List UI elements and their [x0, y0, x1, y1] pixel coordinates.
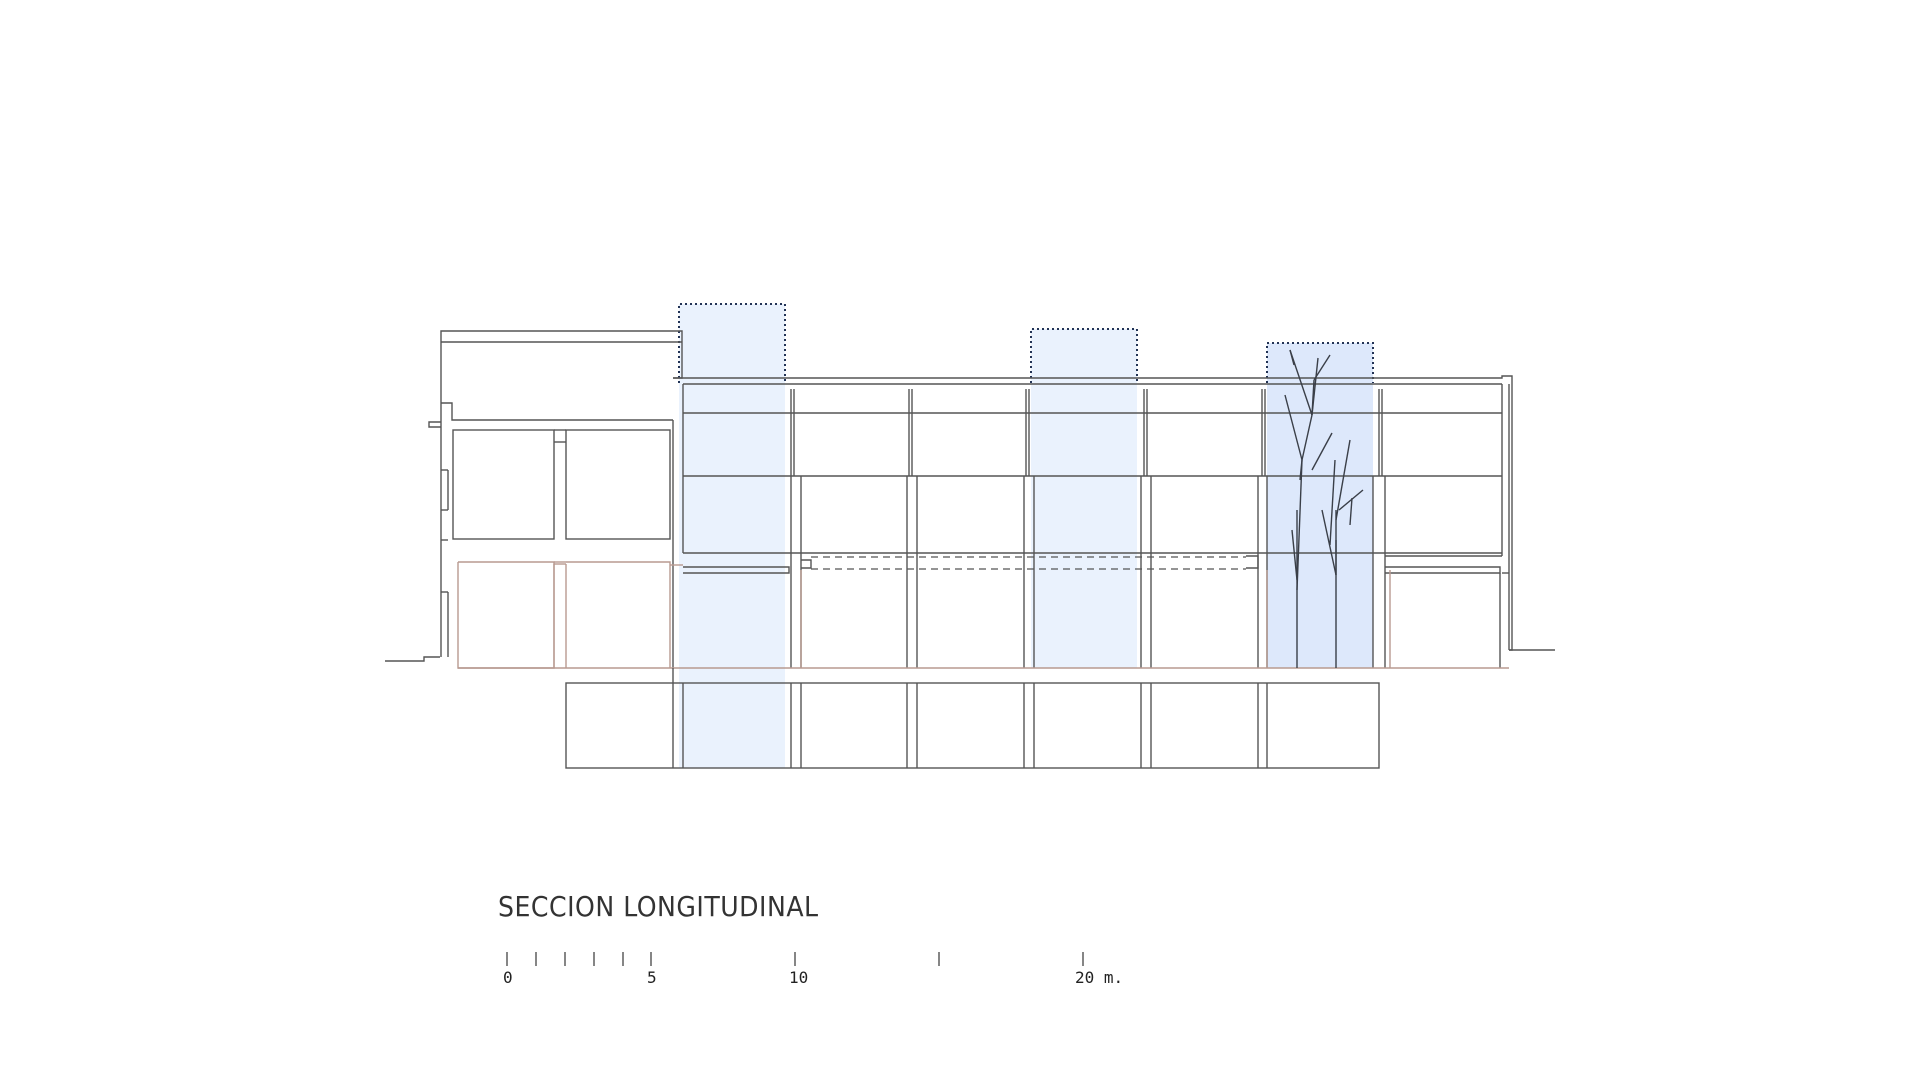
light-well-3 [1267, 343, 1373, 668]
scale-label-5: 5 [647, 968, 657, 987]
scale-bar-ticks [506, 952, 1084, 966]
skylight-2 [1030, 328, 1138, 383]
tree-drawing [1284, 349, 1364, 668]
light-well-2 [1031, 329, 1137, 668]
ground-floor-outline [457, 561, 1509, 669]
mezzanine-dashed [811, 556, 1246, 570]
left-block-roof [440, 330, 683, 657]
scale-label-20: 20 m. [1075, 968, 1124, 987]
scale-label-10: 10 [789, 968, 809, 987]
skylight-outlines [678, 303, 1374, 383]
skylight-1 [678, 303, 786, 383]
basement [565, 668, 1380, 769]
scale-label-0: 0 [503, 968, 513, 987]
building-structure [385, 330, 1555, 668]
ground-line-left [385, 656, 440, 662]
light-well-1 [679, 304, 785, 768]
main-roof [673, 375, 1513, 651]
skylight-3 [1266, 342, 1374, 383]
light-wells [679, 304, 1373, 768]
drawing-title: SECCION LONGITUDINAL [498, 890, 819, 923]
